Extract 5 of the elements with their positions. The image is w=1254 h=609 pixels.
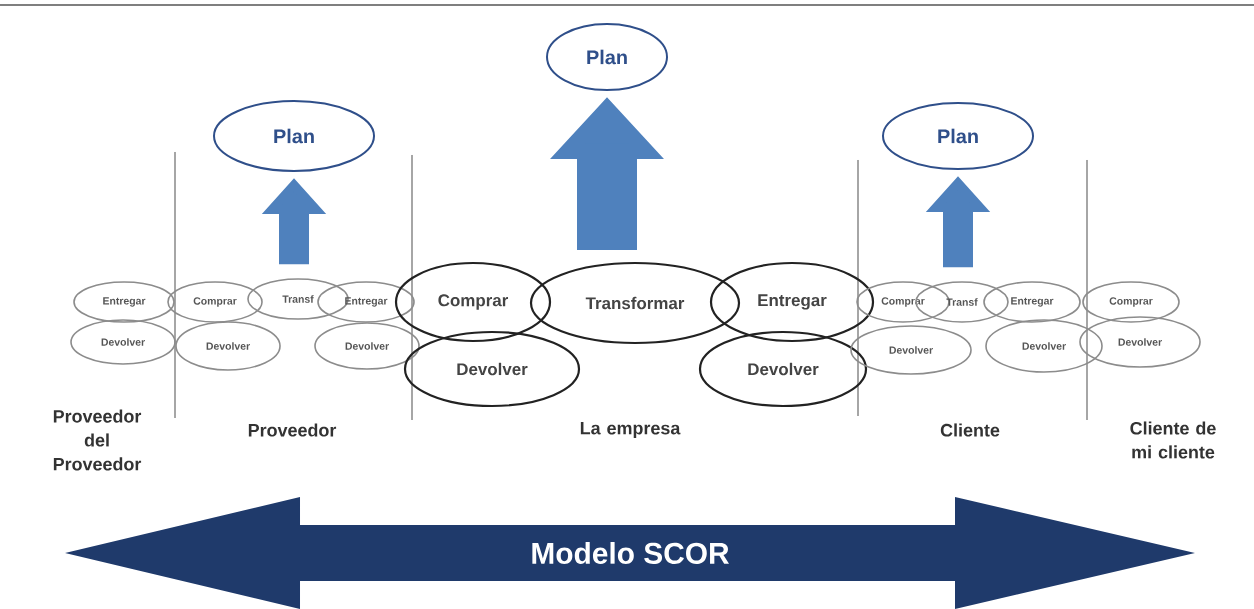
column-label: Cliente de mi cliente bbox=[1130, 421, 1216, 459]
column-label: Cliente bbox=[940, 423, 1000, 437]
column-label: Proveedor bbox=[248, 423, 337, 437]
column-label: La empresa bbox=[580, 421, 681, 438]
column-label: Proveedor del Proveedor bbox=[53, 409, 142, 471]
